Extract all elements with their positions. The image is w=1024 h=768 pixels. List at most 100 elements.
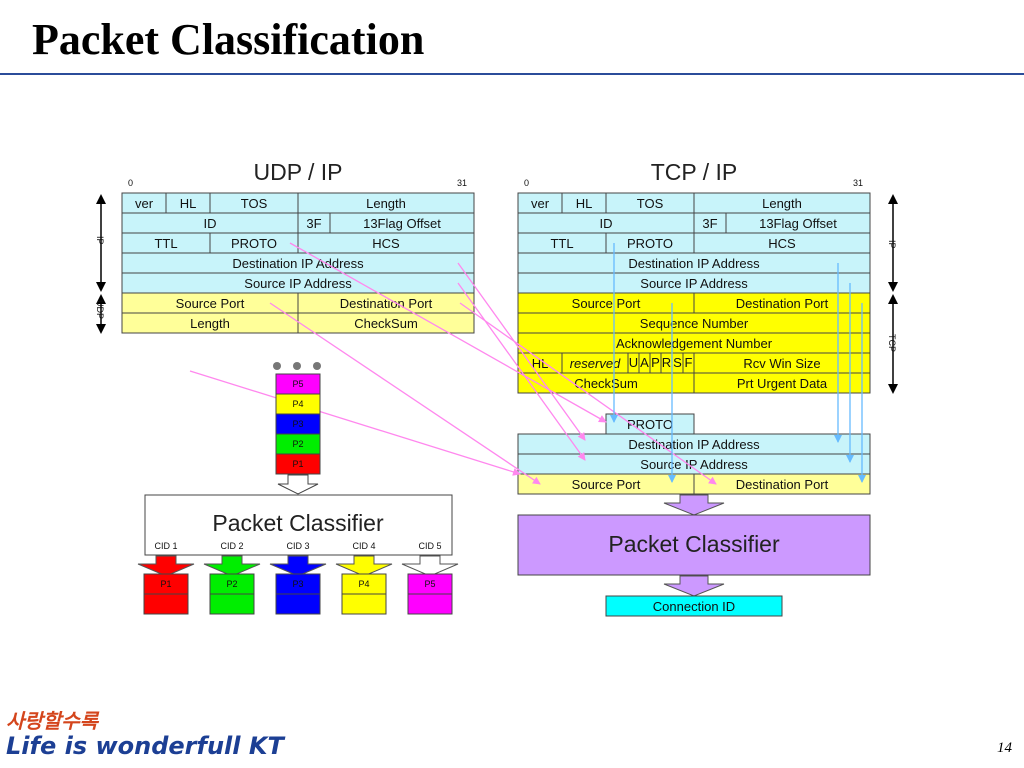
left-classifier-group: P5 P4 P3 P2 P1 Packet Classifier CID 1 C… (137, 362, 459, 615)
udp-dst-port-label: Destination Port (340, 296, 433, 311)
queue-label-p5: P5 (292, 379, 303, 389)
queue-mapping-line (189, 370, 521, 476)
tcp-ver-label: ver (531, 196, 550, 211)
right-packet-classifier-label: Packet Classifier (608, 531, 780, 557)
udp-id-label: ID (204, 216, 217, 231)
connection-id-label: Connection ID (653, 599, 735, 614)
queue-label-p4: P4 (292, 399, 303, 409)
cid4-arrow-icon (335, 555, 393, 577)
udp-dst-ip-label: Destination IP Address (232, 256, 364, 271)
out-p1-label: P1 (160, 579, 171, 589)
udp-ip-arrow-up-icon (96, 194, 106, 204)
tcp-win-label: Rcv Win Size (743, 356, 820, 371)
out-p5-bottom (407, 593, 453, 615)
udp-side-udp-label: UDP (95, 300, 105, 319)
tcp-ip-header: TCP / IP 0 31 ver HL TOS Length ID 3F 13… (517, 159, 898, 394)
udp-ver-label: ver (135, 196, 154, 211)
kt-brand: KT (248, 732, 284, 760)
cid5-arrow-icon (401, 555, 459, 577)
cid3-label: CID 3 (286, 541, 309, 551)
udp-hl-label: HL (180, 196, 197, 211)
tcp-checksum-label: CheckSum (574, 376, 638, 391)
udp-bit-start: 0 (128, 178, 133, 188)
out-p2-label: P2 (226, 579, 237, 589)
udp-header-title: UDP / IP (253, 159, 342, 185)
tcp-tos-label: TOS (637, 196, 664, 211)
tcp-header-title: TCP / IP (651, 159, 738, 185)
left-packet-classifier-box (144, 494, 453, 556)
tcp-dst-ip-label: Destination IP Address (628, 256, 760, 271)
tcp-flag-offset-label: 13Flag Offset (759, 216, 837, 231)
udp-mapping-lines (189, 242, 717, 485)
udp-checksum-cell (297, 312, 475, 334)
tcp-mapping-lines (610, 243, 866, 483)
tcp-urgent-label: Prt Urgent Data (737, 376, 828, 391)
kt-logo: Life is wonderfull KT (6, 732, 284, 760)
queue-packet-p1 (275, 453, 321, 475)
out-p2-bottom (209, 593, 255, 615)
tcp-flag-f-label: F (685, 355, 693, 370)
key-dst-port-cell (693, 473, 871, 495)
queue-dot-icon (293, 362, 301, 370)
classification-key: PROTO Destination IP Address Source IP A… (517, 413, 871, 495)
tcp-ttl-label: TTL (550, 236, 573, 251)
udp-ip-arrow-down-icon (96, 282, 106, 292)
queue-label-p1: P1 (292, 459, 303, 469)
out-p3-label: P3 (292, 579, 303, 589)
tcp-flag-p-label: P (651, 355, 660, 370)
right-packet-classifier-box (517, 514, 871, 576)
tcp-id-label: ID (600, 216, 613, 231)
udp-udp-length-label: Length (190, 316, 230, 331)
udp-ip-length-label: Length (366, 196, 406, 211)
udp-dst-port-mapping-line (459, 302, 717, 485)
tcp-flag-r-label: R (662, 355, 671, 370)
udp-dst-ip-mapping-line (457, 262, 586, 441)
kt-slogan-korean: 사랑할수록 (6, 709, 98, 733)
cid3-arrow-icon (269, 555, 327, 577)
title-rule (0, 73, 1024, 75)
udp-src-port-mapping-line (269, 302, 541, 485)
tcp-bit-end: 31 (853, 178, 863, 188)
connection-id-box (605, 595, 783, 617)
tcp-dst-port-label: Destination Port (736, 296, 829, 311)
queue-label-p2: P2 (292, 439, 303, 449)
out-p3-bottom (275, 593, 321, 615)
udp-hcs-label: HCS (372, 236, 400, 251)
cid1-arrow-icon (137, 555, 195, 577)
right-classifier-group: Packet Classifier Connection ID (517, 494, 871, 617)
tcp-flag-a-label: A (640, 355, 649, 370)
cid2-label: CID 2 (220, 541, 243, 551)
queue-dot-icon (313, 362, 321, 370)
tcp-length-label: Length (762, 196, 802, 211)
kt-slogan-english: Life is wonderfull (6, 732, 241, 760)
page-number: 14 (997, 740, 1012, 756)
udp-bit-end: 31 (457, 178, 467, 188)
tcp-bit-start: 0 (524, 178, 529, 188)
udp-src-port-label: Source Port (176, 296, 245, 311)
key-dst-port-label: Destination Port (736, 477, 829, 492)
udp-udp-arrow-down-icon (96, 324, 106, 334)
key-src-ip-label: Source IP Address (640, 457, 748, 472)
out-p4-label: P4 (358, 579, 369, 589)
udp-checksum-label: CheckSum (354, 316, 418, 331)
tcp-hl-label: HL (576, 196, 593, 211)
tcp-reserved-label: reserved (570, 356, 621, 371)
udp-udp-arrow-up-icon (96, 294, 106, 304)
tcp-ack-label: Acknowledgement Number (616, 336, 773, 351)
tcp-seq-label: Sequence Number (640, 316, 749, 331)
udp-ip-header: UDP / IP 0 31 ver HL TOS Length ID 3F 13… (95, 159, 475, 334)
key-proto-label: PROTO (627, 417, 673, 432)
tcp-urgent-cell (693, 372, 871, 394)
out-p1-bottom (143, 593, 189, 615)
tcp-ip-arrow-up-icon (888, 194, 898, 204)
udp-proto-label: PROTO (231, 236, 277, 251)
classifier-to-cid-arrow-icon (663, 575, 725, 597)
udp-tos-label: TOS (241, 196, 268, 211)
udp-proto-mapping-line (289, 242, 607, 423)
tcp-tcp-arrow-down-icon (888, 384, 898, 394)
queue-arrow-down-icon (277, 474, 319, 495)
out-p4-bottom (341, 593, 387, 615)
queue-label-p3: P3 (292, 419, 303, 429)
key-src-port-label: Source Port (572, 477, 641, 492)
